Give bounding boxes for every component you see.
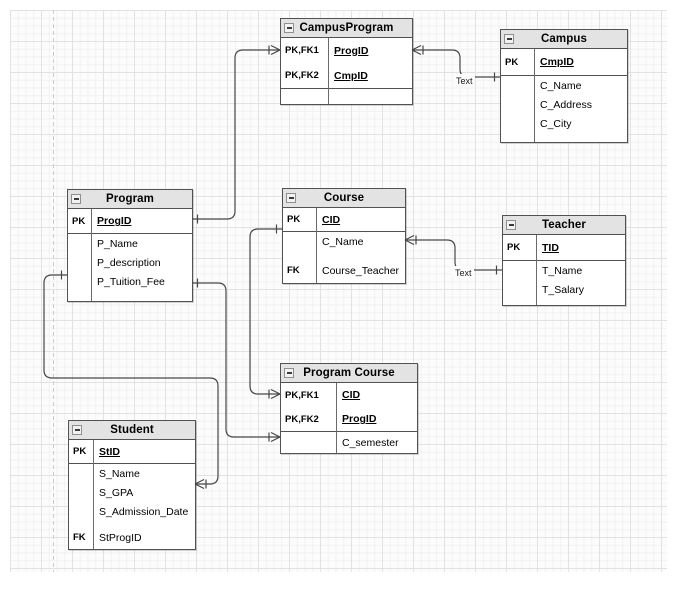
entity-title: Program <box>106 193 154 205</box>
key-label: PK <box>507 242 521 253</box>
entity-student[interactable]: Student PK StID S_Name S_GPA S_Admission… <box>68 420 196 550</box>
attribute-row: S_GPA <box>69 483 195 502</box>
empty-attribute-section <box>281 89 412 104</box>
attribute-name: Course_Teacher <box>322 264 400 277</box>
key-label: PK,FK1 <box>285 45 319 56</box>
attribute-row: PK CmpID <box>501 49 627 75</box>
attribute-row: C_Name <box>501 76 627 95</box>
attribute-name: C_semester <box>342 436 399 449</box>
attribute-name: ProgID <box>97 215 132 227</box>
attribute-row: FK Course_Teacher <box>283 261 405 280</box>
attribute-row: PK,FK1 CID <box>281 383 417 407</box>
key-label: FK <box>287 265 300 276</box>
entity-header: Program Course <box>281 364 417 383</box>
attribute-row: C_Name <box>283 232 405 251</box>
attribute-row: PK,FK2 CmpID <box>281 63 412 88</box>
attribute-row: PK,FK2 ProgID <box>281 407 417 431</box>
minimize-icon[interactable] <box>72 424 82 435</box>
attribute-name: CmpID <box>334 69 368 82</box>
attribute-name: C_Name <box>540 79 582 92</box>
key-label: PK <box>505 56 519 68</box>
attribute-row: PK TID <box>503 235 625 260</box>
key-column-divider <box>93 440 94 549</box>
attribute-row: PK CID <box>283 208 405 231</box>
key-column-divider <box>536 235 537 305</box>
key-label: PK <box>72 215 86 227</box>
key-label: PK <box>287 214 301 225</box>
entity-title: Course <box>323 192 365 204</box>
attribute-name: P_Tuition_Fee <box>97 275 165 288</box>
attribute-name: T_Name <box>542 264 583 277</box>
attribute-row: PK StID <box>69 440 195 463</box>
attribute-name: S_Admission_Date <box>99 505 189 518</box>
entity-header: Student <box>69 421 195 440</box>
key-label: PK,FK2 <box>285 413 319 425</box>
entity-campusprogram[interactable]: CampusProgram PK,FK1 ProgID PK,FK2 CmpID <box>280 18 413 105</box>
entity-campus[interactable]: Campus PK CmpID C_Name C_Address C_City <box>500 29 628 143</box>
entity-teacher[interactable]: Teacher PK TID T_Name T_Salary <box>502 215 626 306</box>
attribute-name: TID <box>542 241 559 254</box>
entity-header: Program <box>68 190 192 209</box>
entity-course[interactable]: Course PK CID C_Name FK Course_Teacher <box>282 188 406 284</box>
attribute-name: P_Name <box>97 237 138 250</box>
entity-title: CampusProgram <box>299 22 394 34</box>
attribute-row: S_Admission_Date <box>69 502 195 521</box>
attribute-name: C_City <box>540 117 572 130</box>
attribute-name: StProgID <box>99 531 142 544</box>
attribute-row: T_Name <box>503 261 625 280</box>
attribute-name: ProgID <box>334 44 369 57</box>
attribute-name: C_Name <box>322 235 364 248</box>
minimize-icon[interactable] <box>286 192 296 203</box>
attribute-row: T_Salary <box>503 280 625 299</box>
key-label: PK,FK1 <box>285 389 319 401</box>
attribute-name: T_Salary <box>542 283 585 296</box>
minimize-icon[interactable] <box>284 367 294 378</box>
entity-program[interactable]: Program PK ProgID P_Name P_description P… <box>67 189 193 302</box>
entity-header: Campus <box>501 30 627 49</box>
attribute-row: FK StProgID <box>69 528 195 547</box>
entity-title: Student <box>110 424 154 436</box>
entity-title: Campus <box>541 33 587 45</box>
key-label: PK,FK2 <box>285 70 319 81</box>
attribute-name: P_description <box>97 256 161 269</box>
attribute-name: CID <box>322 213 341 226</box>
attribute-name: CmpID <box>540 56 574 68</box>
entity-header: CampusProgram <box>281 19 412 38</box>
attribute-row: C_City <box>501 114 627 133</box>
minimize-icon[interactable] <box>506 219 516 230</box>
entity-program-course[interactable]: Program Course PK,FK1 CID PK,FK2 ProgID … <box>280 363 418 454</box>
attribute-row: S_Name <box>69 464 195 483</box>
attribute-row: P_Name <box>68 234 192 253</box>
key-column-divider <box>91 209 92 301</box>
key-label: FK <box>73 532 86 543</box>
key-column-divider <box>328 38 329 104</box>
attribute-name: CID <box>342 389 361 401</box>
attribute-row: P_description <box>68 253 192 272</box>
minimize-icon[interactable] <box>71 193 81 204</box>
attribute-row: P_Tuition_Fee <box>68 272 192 291</box>
entity-title: Teacher <box>542 219 586 231</box>
key-column-divider <box>316 208 317 283</box>
minimize-icon[interactable] <box>504 33 514 44</box>
entity-title: Program Course <box>303 367 395 379</box>
attribute-name: ProgID <box>342 413 377 425</box>
attribute-name: S_GPA <box>99 486 134 499</box>
attribute-row: C_Address <box>501 95 627 114</box>
attribute-row: PK,FK1 ProgID <box>281 38 412 63</box>
entity-header: Course <box>283 189 405 208</box>
key-column-divider <box>534 49 535 142</box>
minimize-icon[interactable] <box>284 22 294 33</box>
attribute-name: C_Address <box>540 98 592 111</box>
attribute-row: PK ProgID <box>68 209 192 233</box>
entity-header: Teacher <box>503 216 625 235</box>
attribute-name: S_Name <box>99 467 140 480</box>
key-column-divider <box>336 383 337 453</box>
key-label: PK <box>73 446 87 457</box>
attribute-row: C_semester <box>281 432 417 453</box>
attribute-name: StID <box>99 445 120 458</box>
